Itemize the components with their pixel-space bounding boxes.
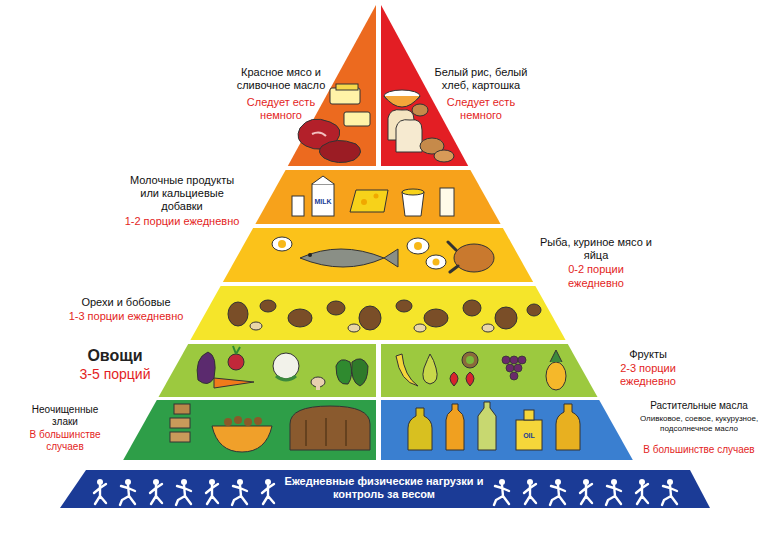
- band-heading: Красное мясо и сливочное масло: [228, 66, 334, 92]
- band-note: 0-2 порции ежедневно: [540, 263, 652, 289]
- band-note: В большинстве случаев: [638, 444, 760, 456]
- band-heading: Овощи: [70, 346, 160, 365]
- pyramid-band: Орехи и бобовые1-3 порции ежедневно: [60, 286, 570, 340]
- band-note: 1-3 порции ежедневно: [66, 310, 186, 323]
- band-fill: [381, 344, 598, 397]
- band-fill: [159, 344, 377, 397]
- band-fill: [123, 400, 376, 460]
- package-label: OIL: [516, 432, 542, 439]
- band-note: Следует есть немного: [426, 96, 536, 122]
- band-note: 2-3 порции ежедневно: [606, 362, 690, 388]
- band-fill: [60, 470, 710, 508]
- pyramid-band-left: Овощи3-5 порций: [60, 344, 376, 397]
- band-fill: [381, 400, 633, 460]
- band-note: В большинстве случаев: [20, 429, 110, 453]
- band-heading: Ежедневные физические нагрузки и контрол…: [282, 475, 486, 501]
- band-heading: Неочищенные злаки: [20, 404, 110, 428]
- band-heading: Фрукты: [606, 348, 690, 361]
- band-heading: Рыба, куриное мясо и яйца: [540, 236, 652, 262]
- band-note: 1-2 порции ежедневно: [122, 215, 242, 228]
- band-heading: Молочные продукты или кальциевые добавки: [122, 174, 242, 214]
- band-fill: [223, 228, 533, 282]
- band-heading: Орехи и бобовые: [66, 296, 186, 309]
- band-heading: Растительные масла: [638, 400, 760, 412]
- package-label: MILK: [313, 198, 333, 205]
- band-fill: [255, 170, 500, 224]
- band-note: 3-5 порций: [70, 366, 160, 383]
- band-note: Оливковое, соевое, кукурузное, подсолнеч…: [638, 414, 760, 433]
- band-note: Следует есть немного: [228, 96, 334, 122]
- band-heading: Белый рис, белый хлеб, картошка: [426, 66, 536, 92]
- band-fill: [190, 286, 565, 340]
